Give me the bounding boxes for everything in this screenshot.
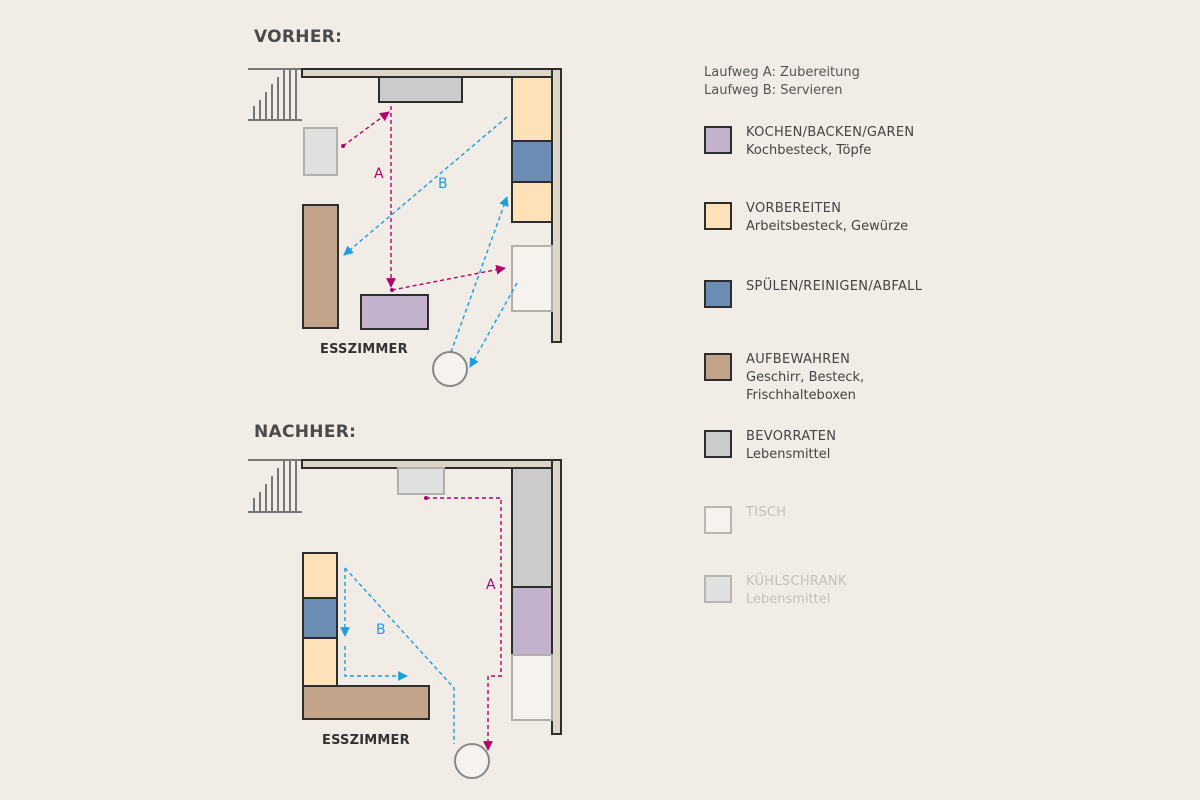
prep-swatch bbox=[704, 202, 732, 230]
legend-route-b: Laufweg B: Servieren bbox=[704, 83, 843, 98]
after-wall-right bbox=[551, 459, 562, 735]
before-title: VORHER: bbox=[254, 27, 343, 47]
legend: Laufweg A: Zubereitung Laufweg B: Servie… bbox=[704, 64, 1084, 607]
before-route-a bbox=[342, 106, 506, 291]
after-prep-top bbox=[302, 552, 338, 599]
before-wall-right bbox=[551, 68, 562, 343]
legend-route-a: Laufweg A: Zubereitung bbox=[704, 65, 860, 80]
before-plan bbox=[248, 68, 562, 387]
before-prep-bottom bbox=[511, 181, 553, 223]
sink-swatch bbox=[704, 280, 732, 308]
after-wall-top bbox=[301, 459, 562, 469]
after-cooking bbox=[511, 586, 553, 656]
table-swatch bbox=[704, 506, 732, 534]
before-cooking bbox=[360, 294, 429, 330]
after-pantry bbox=[511, 467, 553, 588]
after-route-b bbox=[340, 567, 455, 744]
before-pantry bbox=[378, 76, 463, 103]
cooking-swatch bbox=[704, 126, 732, 154]
before-prep-top bbox=[511, 76, 553, 142]
after-sink bbox=[302, 597, 338, 639]
before-sink bbox=[511, 140, 553, 183]
before-storage bbox=[302, 204, 339, 329]
after-route-b-label: B bbox=[376, 622, 386, 638]
after-fridge bbox=[397, 467, 445, 495]
after-route-a-label: A bbox=[486, 577, 496, 593]
after-table bbox=[454, 743, 490, 779]
before-fridge bbox=[303, 127, 338, 176]
after-storage bbox=[302, 685, 430, 720]
before-table bbox=[432, 351, 468, 387]
before-staircase bbox=[248, 68, 302, 121]
fridge-swatch bbox=[704, 575, 732, 603]
before-route-b-label: B bbox=[438, 176, 448, 192]
before-route-b bbox=[343, 116, 518, 368]
after-route-a bbox=[426, 497, 502, 751]
before-wall-top bbox=[301, 68, 562, 78]
after-prep-bottom bbox=[302, 637, 338, 687]
pantry-swatch bbox=[704, 430, 732, 458]
after-plan bbox=[248, 459, 562, 779]
before-room-label: ESSZIMMER bbox=[320, 342, 408, 357]
after-counter bbox=[511, 654, 553, 721]
after-staircase bbox=[248, 459, 302, 513]
before-counter bbox=[511, 245, 553, 312]
after-room-label: ESSZIMMER bbox=[322, 733, 410, 748]
before-route-a-label: A bbox=[374, 166, 384, 182]
after-title: NACHHER: bbox=[254, 422, 357, 442]
storage-swatch bbox=[704, 353, 732, 381]
